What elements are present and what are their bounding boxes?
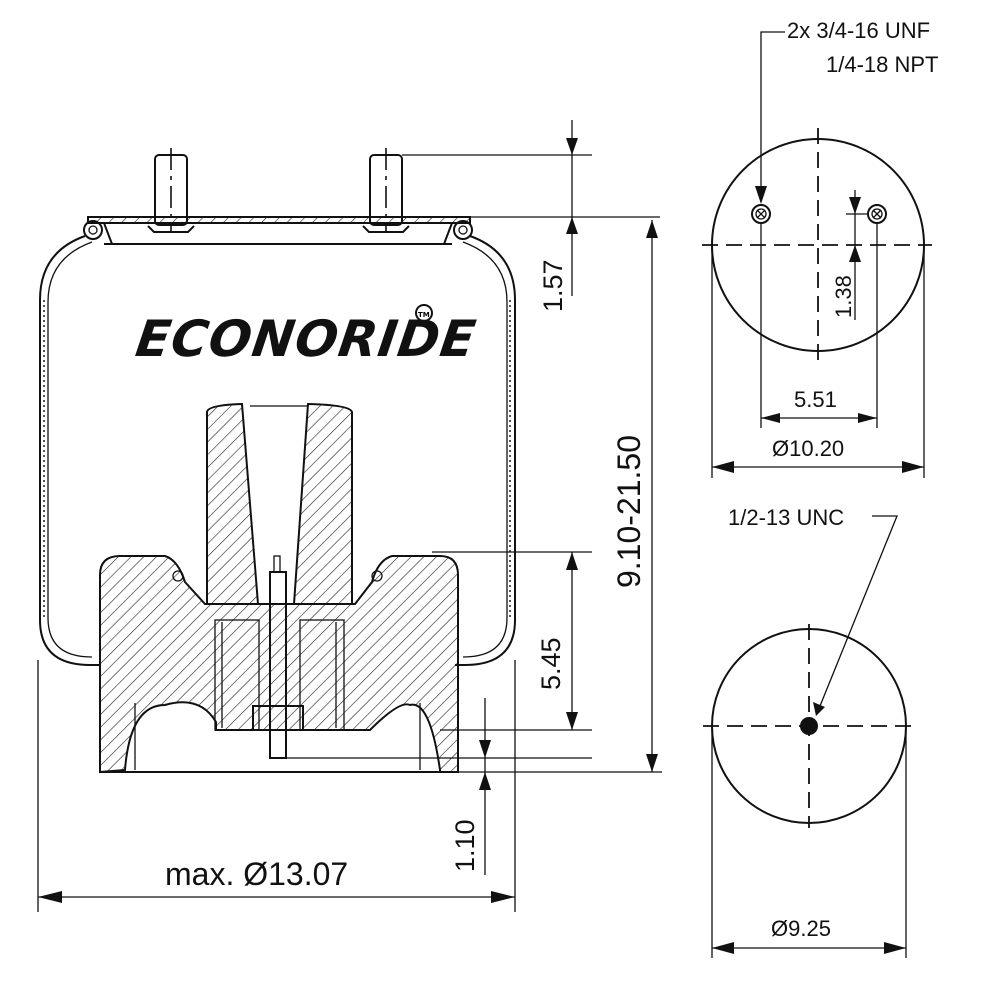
svg-text:5.51: 5.51 bbox=[794, 387, 837, 412]
svg-text:ECONORIDE: ECONORIDE bbox=[132, 309, 480, 368]
svg-text:5.45: 5.45 bbox=[536, 637, 566, 690]
svg-text:Ø10.20: Ø10.20 bbox=[772, 436, 844, 461]
top-view: 2x 3/4-16 UNF 1/4-18 NPT 1.38 5.51 bbox=[702, 18, 939, 478]
stud-hole-left bbox=[751, 204, 771, 224]
bead-plate bbox=[83, 216, 473, 245]
svg-text:1.10: 1.10 bbox=[450, 819, 480, 872]
dim-height-range: 9.10-21.50 bbox=[458, 220, 662, 773]
dim-piston-height: 5.45 bbox=[432, 551, 592, 731]
svg-text:1.38: 1.38 bbox=[831, 275, 856, 318]
rubber-bellow bbox=[39, 235, 516, 666]
dim-stud-spacing: 5.51 bbox=[760, 224, 878, 428]
svg-text:Ø9.25: Ø9.25 bbox=[771, 916, 831, 941]
dim-base-offset: 1.10 bbox=[286, 698, 592, 875]
svg-text:TM: TM bbox=[418, 311, 430, 319]
brand-logo: ECONORIDE TM bbox=[132, 304, 480, 368]
bump-stop bbox=[206, 402, 353, 605]
piston bbox=[99, 555, 459, 774]
dim-stud-height: 1.57 bbox=[402, 120, 660, 312]
svg-text:1/4-18 NPT: 1/4-18 NPT bbox=[826, 52, 939, 77]
dim-max-diameter: max. Ø13.07 bbox=[37, 660, 516, 912]
side-view: ECONORIDE TM bbox=[37, 120, 662, 912]
svg-text:max. Ø13.07: max. Ø13.07 bbox=[165, 856, 348, 892]
svg-text:1/2-13 UNC: 1/2-13 UNC bbox=[728, 505, 844, 530]
thread-callout-bottom: 1/2-13 UNC bbox=[728, 505, 898, 716]
svg-text:9.10-21.50: 9.10-21.50 bbox=[611, 435, 647, 588]
svg-text:2x 3/4-16 UNF: 2x 3/4-16 UNF bbox=[787, 18, 930, 43]
svg-text:1.57: 1.57 bbox=[538, 259, 568, 312]
thread-callout-top: 2x 3/4-16 UNF 1/4-18 NPT bbox=[755, 18, 939, 204]
dim-bottom-diameter: Ø9.25 bbox=[711, 726, 907, 958]
stud-hole-right bbox=[867, 204, 887, 224]
dim-top-diameter: Ø10.20 bbox=[711, 245, 925, 478]
center-bolt-hole bbox=[800, 717, 818, 735]
dim-stud-offset: 1.38 bbox=[831, 190, 868, 320]
bottom-view: 1/2-13 UNC Ø9.25 bbox=[703, 505, 915, 958]
